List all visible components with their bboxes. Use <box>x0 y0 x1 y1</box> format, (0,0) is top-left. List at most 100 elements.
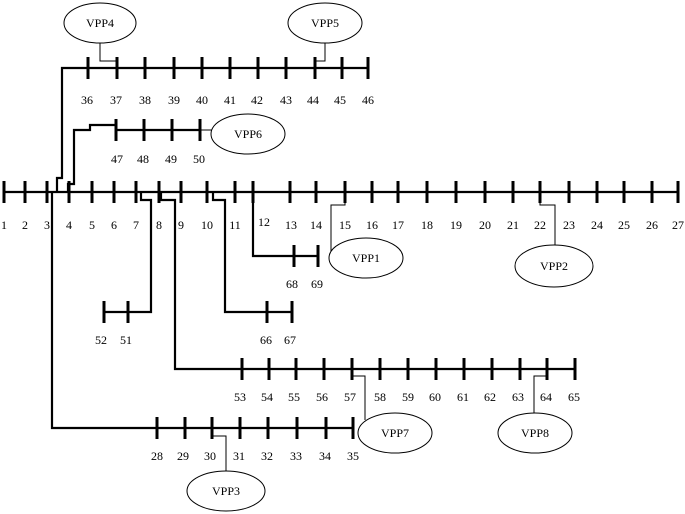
bus-label: 61 <box>457 390 469 404</box>
bus-label: 33 <box>290 449 302 463</box>
vpp5: VPP5 <box>287 2 363 44</box>
vpp6-link <box>199 125 212 131</box>
bus-label: 12 <box>258 215 270 229</box>
vpp5-label: VPP5 <box>311 16 339 30</box>
bus-label: 64 <box>540 390 552 404</box>
bus-label: 9 <box>178 218 184 232</box>
bus-label: 18 <box>421 218 433 232</box>
bus-label: 37 <box>110 93 122 107</box>
bus-label: 30 <box>204 449 216 463</box>
bus-label: 49 <box>165 152 177 166</box>
bus-label: 68 <box>286 277 298 291</box>
bus-label: 48 <box>137 152 149 166</box>
vpp2: VPP2 <box>514 244 594 288</box>
connector-to-51 <box>128 192 153 314</box>
vpp8-label: VPP8 <box>521 426 549 440</box>
vpp6-ellipse <box>210 113 286 155</box>
vpp7: VPP7 <box>357 412 433 454</box>
vpp2-ellipse <box>514 244 594 288</box>
bus-label: 26 <box>646 218 658 232</box>
bus-label: 55 <box>288 390 300 404</box>
vpp7-label: VPP7 <box>381 426 409 440</box>
bus-label: 36 <box>81 93 93 107</box>
bus-label: 5 <box>89 218 95 232</box>
bus-label: 25 <box>618 218 630 232</box>
branch-66-67-line <box>265 301 294 323</box>
bus-label: 3 <box>44 218 50 232</box>
vpp4-link <box>99 40 118 68</box>
vpp6: VPP6 <box>210 113 286 155</box>
bus-label: 56 <box>316 390 328 404</box>
bus-label: 62 <box>484 390 496 404</box>
bus-label: 60 <box>429 390 441 404</box>
bus-label: 7 <box>133 218 139 232</box>
vpp3-ellipse <box>186 470 266 512</box>
bus-label: 51 <box>120 333 132 347</box>
bus-label: 23 <box>563 218 575 232</box>
bus-label: 22 <box>534 218 546 232</box>
bus-label: 11 <box>229 218 241 232</box>
bus-label: 17 <box>392 218 404 232</box>
bus-label: 34 <box>319 449 331 463</box>
bus-label: 31 <box>233 449 245 463</box>
vpp6-label: VPP6 <box>234 127 262 141</box>
branch-47-50-line <box>114 119 202 141</box>
bus-label: 13 <box>285 218 297 232</box>
vpp1: VPP1 <box>328 237 404 279</box>
bus-label: 59 <box>402 390 414 404</box>
bus-label: 14 <box>310 218 322 232</box>
bus-label: 6 <box>111 218 117 232</box>
vpp4: VPP4 <box>63 2 137 44</box>
bus-labels: 1 2 3 4 5 6 7 8 9 10 11 12 13 14 15 16 1… <box>1 93 684 463</box>
bus-label: 38 <box>139 93 151 107</box>
branch-36-46-line <box>86 57 370 79</box>
main-feeder-line <box>2 181 680 203</box>
connector-to-28 <box>50 192 157 430</box>
branch-52-51-line <box>102 301 130 323</box>
bus-label: 16 <box>366 218 378 232</box>
bus-label: 45 <box>334 93 346 107</box>
bus-label: 58 <box>374 390 386 404</box>
bus-label: 46 <box>362 93 374 107</box>
bus-label: 15 <box>339 218 351 232</box>
bus-label: 41 <box>224 93 236 107</box>
bus-label: 39 <box>168 93 180 107</box>
bus-label: 47 <box>111 152 123 166</box>
bus-label: 4 <box>66 218 72 232</box>
bus-label: 66 <box>260 333 272 347</box>
vpp5-ellipse <box>287 2 363 44</box>
bus-label: 1 <box>1 218 7 232</box>
bus-label: 8 <box>156 218 162 232</box>
bus-label: 28 <box>151 449 163 463</box>
vpp3-label: VPP3 <box>212 484 240 498</box>
vpp8-ellipse <box>497 412 573 454</box>
bus-label: 65 <box>568 390 580 404</box>
bus-label: 42 <box>251 93 263 107</box>
bus-label: 27 <box>672 218 684 232</box>
connector-to-66 <box>211 192 267 314</box>
bus-label: 35 <box>347 449 359 463</box>
bus-label: 69 <box>311 277 323 291</box>
vpp1-label: VPP1 <box>352 251 380 265</box>
bus-label: 44 <box>307 93 319 107</box>
bus-label: 52 <box>95 333 107 347</box>
branch-53-65-line <box>240 358 577 380</box>
connector-to-36 <box>55 66 88 192</box>
bus-label: 21 <box>507 218 519 232</box>
bus-lines <box>2 57 680 439</box>
vpp4-ellipse <box>63 2 137 44</box>
bus-label: 10 <box>201 218 213 232</box>
bus-label: 32 <box>261 449 273 463</box>
vpp1-ellipse <box>328 237 404 279</box>
bus-label: 43 <box>280 93 292 107</box>
connector-to-68 <box>251 192 294 258</box>
bus-label: 63 <box>512 390 524 404</box>
vpp8: VPP8 <box>497 412 573 454</box>
branch-68-69-line <box>292 245 320 267</box>
bus-label: 40 <box>196 93 208 107</box>
bus-label: 67 <box>284 333 296 347</box>
bus-label: 20 <box>479 218 491 232</box>
vpp2-label: VPP2 <box>540 259 568 273</box>
branch-28-35-line <box>155 417 355 439</box>
